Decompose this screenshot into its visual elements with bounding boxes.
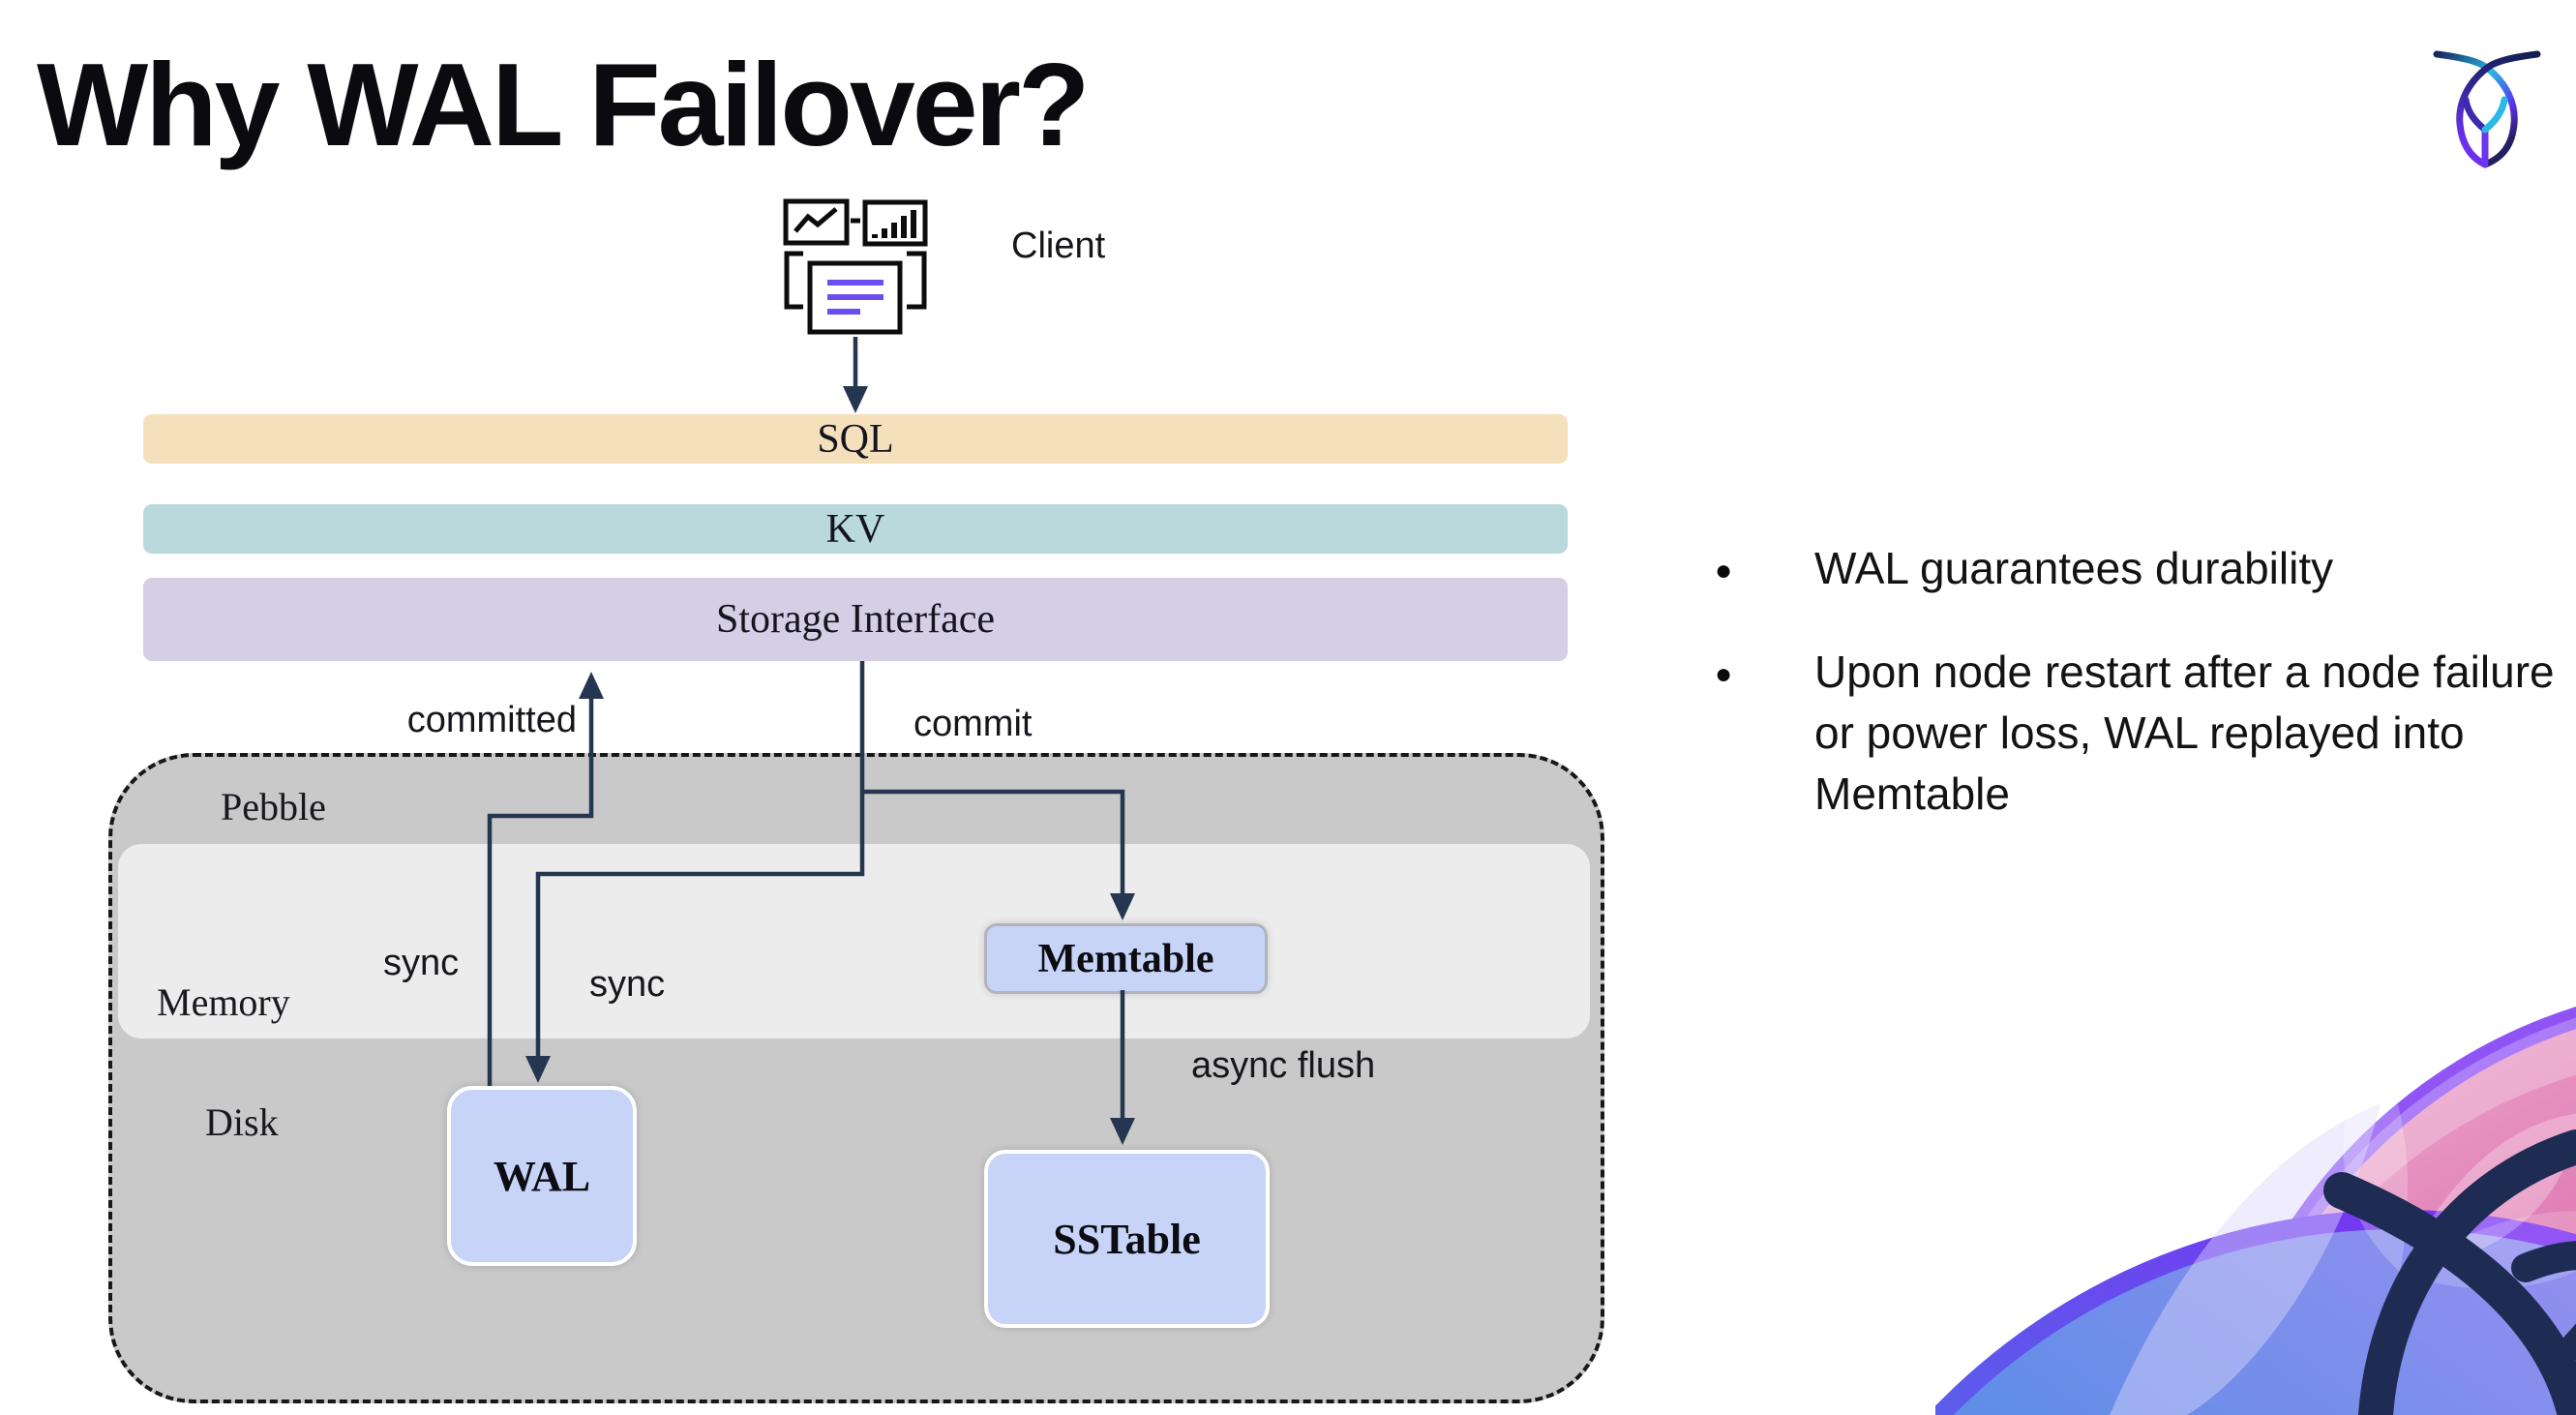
kv-layer-bar: KV (143, 504, 1568, 554)
client-icon (783, 198, 928, 335)
sync-response-edge-label: sync (383, 943, 460, 983)
bracket-right (907, 251, 927, 310)
list-item: ● WAL guarantees durability (1715, 538, 2568, 601)
cockroachdb-logo-icon (2433, 50, 2541, 168)
bullet-text: WAL guarantees durability (1814, 543, 2334, 593)
decorative-artwork (1935, 992, 2576, 1415)
wal-node: WAL (447, 1086, 637, 1266)
sql-layer-label: SQL (817, 416, 894, 462)
sql-layer-bar: SQL (143, 414, 1568, 464)
sstable-node: SSTable (984, 1150, 1270, 1328)
memory-label: Memory (157, 980, 290, 1024)
committed-edge-label: committed (406, 700, 577, 740)
disk-label: Disk (205, 1100, 279, 1144)
sstable-node-label: SSTable (1053, 1215, 1201, 1263)
bullet-dot: ● (1715, 658, 1733, 690)
page-title: Why WAL Failover? (37, 39, 1091, 170)
wal-node-label: WAL (493, 1152, 591, 1200)
line-chart-icon (783, 198, 850, 246)
bullet-text: Upon node restart after a node failure o… (1814, 647, 2555, 819)
storage-interface-label: Storage Interface (716, 597, 995, 642)
bullet-dot: ● (1715, 555, 1733, 587)
list-item: ● Upon node restart after a node failure… (1715, 642, 2568, 825)
commit-edge-label: commit (914, 704, 1033, 744)
bracket-left (784, 251, 803, 310)
bullet-list: ● WAL guarantees durability ● Upon node … (1715, 538, 2568, 825)
sync-write-edge-label: sync (589, 964, 666, 1005)
memtable-node-label: Memtable (1037, 936, 1214, 981)
kv-layer-label: KV (825, 506, 885, 552)
pebble-label: Pebble (221, 785, 326, 828)
storage-interface-layer-bar: Storage Interface (143, 578, 1568, 661)
memtable-node: Memtable (984, 923, 1268, 994)
memory-band (118, 844, 1590, 1039)
async-flush-edge-label: async flush (1191, 1045, 1376, 1086)
client-label: Client (1011, 226, 1106, 266)
